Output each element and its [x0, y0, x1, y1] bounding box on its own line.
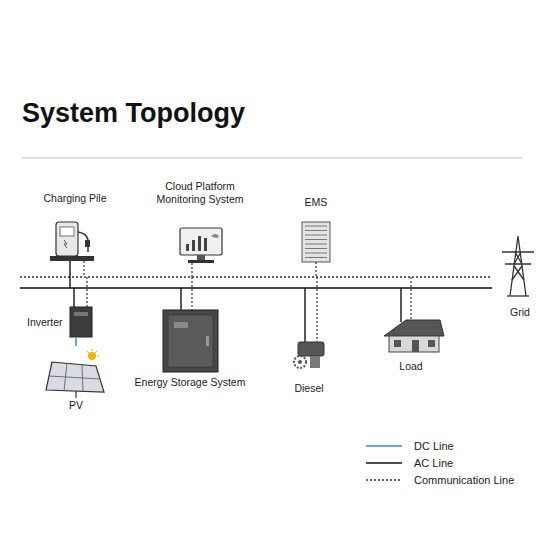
ac-bus [20, 287, 492, 289]
legend-comm-sample [366, 479, 402, 480]
monitor-icon [180, 228, 222, 277]
pv-panel-icon [46, 349, 104, 398]
legend-label: DC Line [414, 440, 454, 453]
device-label: Grid [500, 306, 540, 319]
device-label-node: Grid [500, 306, 540, 324]
device-label-node: Inverter [24, 306, 96, 338]
diagram-title: System Topology [22, 98, 245, 129]
inverter-icon [70, 277, 92, 337]
device-label: Energy Storage System [128, 376, 252, 389]
diesel-generator-icon [294, 277, 324, 368]
title-rule [22, 158, 522, 159]
house-icon [384, 277, 444, 352]
energy-storage-cabinet [163, 277, 218, 372]
device-label-node: Energy Storage System [128, 376, 252, 394]
legend-label: AC Line [414, 457, 453, 470]
device-label: PV [40, 399, 112, 412]
device-label-node: PV [40, 346, 112, 412]
transmission-tower-icon [502, 236, 534, 296]
device-label: Charging Pile [30, 192, 120, 205]
dc-line [75, 338, 77, 346]
device-label: Inverter [27, 316, 96, 329]
device-label-node: Cloud Platform Monitoring System [140, 180, 260, 212]
communication-bus [20, 276, 492, 277]
legend-dc-sample [366, 445, 402, 447]
device-label: Diesel [284, 382, 334, 395]
device-label-node: Load [385, 360, 437, 378]
device-label-node: EMS [296, 196, 336, 214]
device-label: EMS [296, 196, 336, 209]
ems-rack-icon [302, 222, 330, 277]
device-label: Load [385, 360, 437, 373]
device-label: Cloud Platform Monitoring System [140, 180, 260, 206]
device-label-node: Diesel [284, 382, 334, 400]
device-label-node: Charging Pile [30, 192, 120, 212]
legend-label: Communication Line [414, 474, 514, 487]
legend-ac-sample [366, 462, 402, 464]
